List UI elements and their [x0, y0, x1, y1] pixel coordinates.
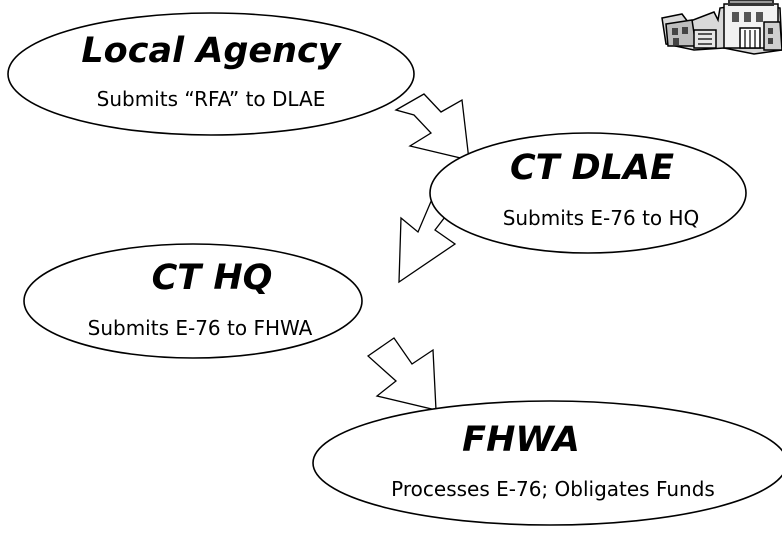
- node-subtitle: Submits E-76 to HQ: [503, 206, 700, 230]
- node-fhwa: [312, 400, 782, 526]
- node-ct-hq: [23, 243, 363, 359]
- arrow-local-to-dlae: [394, 93, 470, 161]
- node-subtitle: Submits “RFA” to DLAE: [97, 87, 326, 111]
- node-title: CT DLAE: [510, 148, 674, 188]
- arrow-hq-to-fhwa: [366, 337, 437, 411]
- node-subtitle: Submits E-76 to FHWA: [88, 316, 313, 340]
- node-ct-dlae: [429, 132, 747, 254]
- node-title: Local Agency: [81, 31, 342, 71]
- node-title: CT HQ: [152, 258, 273, 298]
- node-subtitle: Processes E-76; Obligates Funds: [391, 477, 715, 501]
- node-local-agency: [7, 12, 415, 136]
- city-buildings-icon: [661, 0, 782, 55]
- node-title: FHWA: [462, 420, 580, 460]
